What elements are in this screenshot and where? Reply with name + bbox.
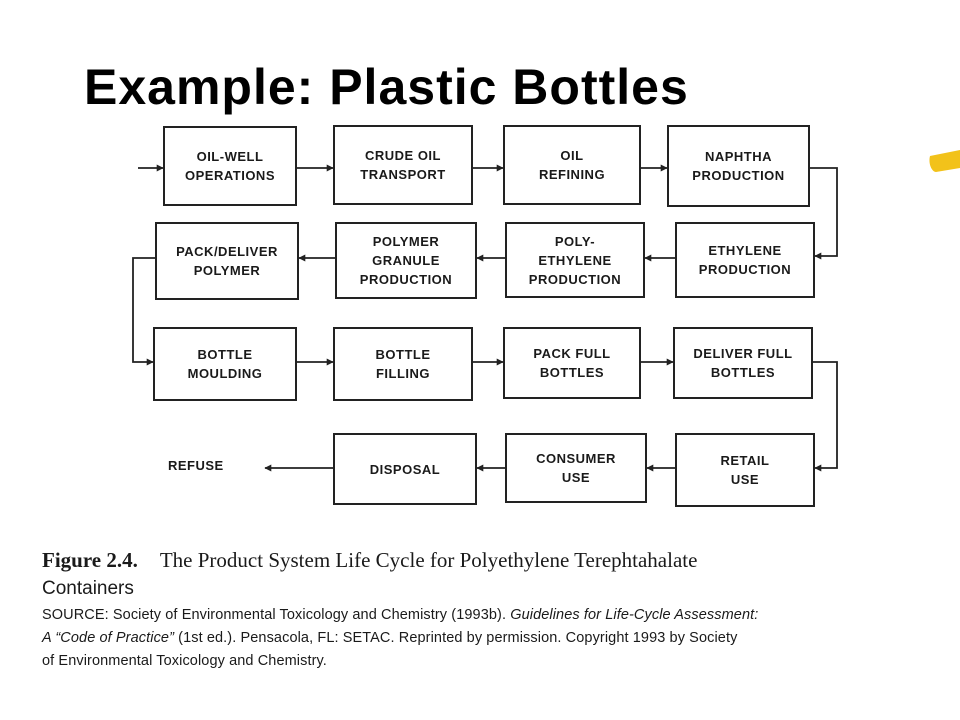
source-line-1: SOURCE: Society of Environmental Toxicol… xyxy=(42,607,758,623)
box-bottle-moulding: BOTTLE MOULDING xyxy=(153,327,297,401)
connector-packdeliver-moulding xyxy=(132,257,155,366)
source-line-2a: A “Code of Practice” xyxy=(42,630,175,646)
source-line-1b: Guidelines for Life-Cycle Assessment: xyxy=(510,607,759,623)
source-line-2: A “Code of Practice” (1st ed.). Pensacol… xyxy=(42,630,737,646)
box-disposal: DISPOSAL xyxy=(333,433,477,505)
box-polyethylene-production: POLY- ETHYLENE PRODUCTION xyxy=(505,222,645,298)
figure-caption: Figure 2.4. The Product System Life Cycle… xyxy=(42,548,697,573)
source-line-1a: SOURCE: Society of Environmental Toxicol… xyxy=(42,607,511,623)
box-crude-oil-transport: CRUDE OIL TRANSPORT xyxy=(333,125,473,205)
source-line-2b: (1st ed.). Pensacola, FL: SETAC. Reprint… xyxy=(174,630,738,646)
highlighter-mark-icon xyxy=(929,150,960,172)
connector-deliverfull-retail xyxy=(813,361,838,472)
figure-caption-continued: Containers xyxy=(42,578,134,599)
figure-label: Figure 2.4. xyxy=(42,548,138,572)
figure-caption-text: The Product System Life Cycle for Polyet… xyxy=(159,548,698,572)
box-deliver-full-bottles: DELIVER FULL BOTTLES xyxy=(673,327,813,399)
box-consumer-use: CONSUMER USE xyxy=(505,433,647,503)
box-retail-use: RETAIL USE xyxy=(675,433,815,507)
source-line-3: of Environmental Toxicology and Chemistr… xyxy=(42,653,327,669)
box-naphtha-production: NAPHTHA PRODUCTION xyxy=(667,125,810,207)
box-ethylene-production: ETHYLENE PRODUCTION xyxy=(675,222,815,298)
page-title: Example: Plastic Bottles xyxy=(84,59,689,115)
box-pack-full-bottles: PACK FULL BOTTLES xyxy=(503,327,641,399)
box-oil-well-operations: OIL-WELL OPERATIONS xyxy=(163,126,297,206)
refuse-label: REFUSE xyxy=(168,458,224,473)
box-oil-refining: OIL REFINING xyxy=(503,125,641,205)
connector-naphtha-ethylene xyxy=(810,167,838,260)
box-bottle-filling: BOTTLE FILLING xyxy=(333,327,473,401)
box-pack-deliver-polymer: PACK/DELIVER POLYMER xyxy=(155,222,299,300)
box-polymer-granule-production: POLYMER GRANULE PRODUCTION xyxy=(335,222,477,299)
